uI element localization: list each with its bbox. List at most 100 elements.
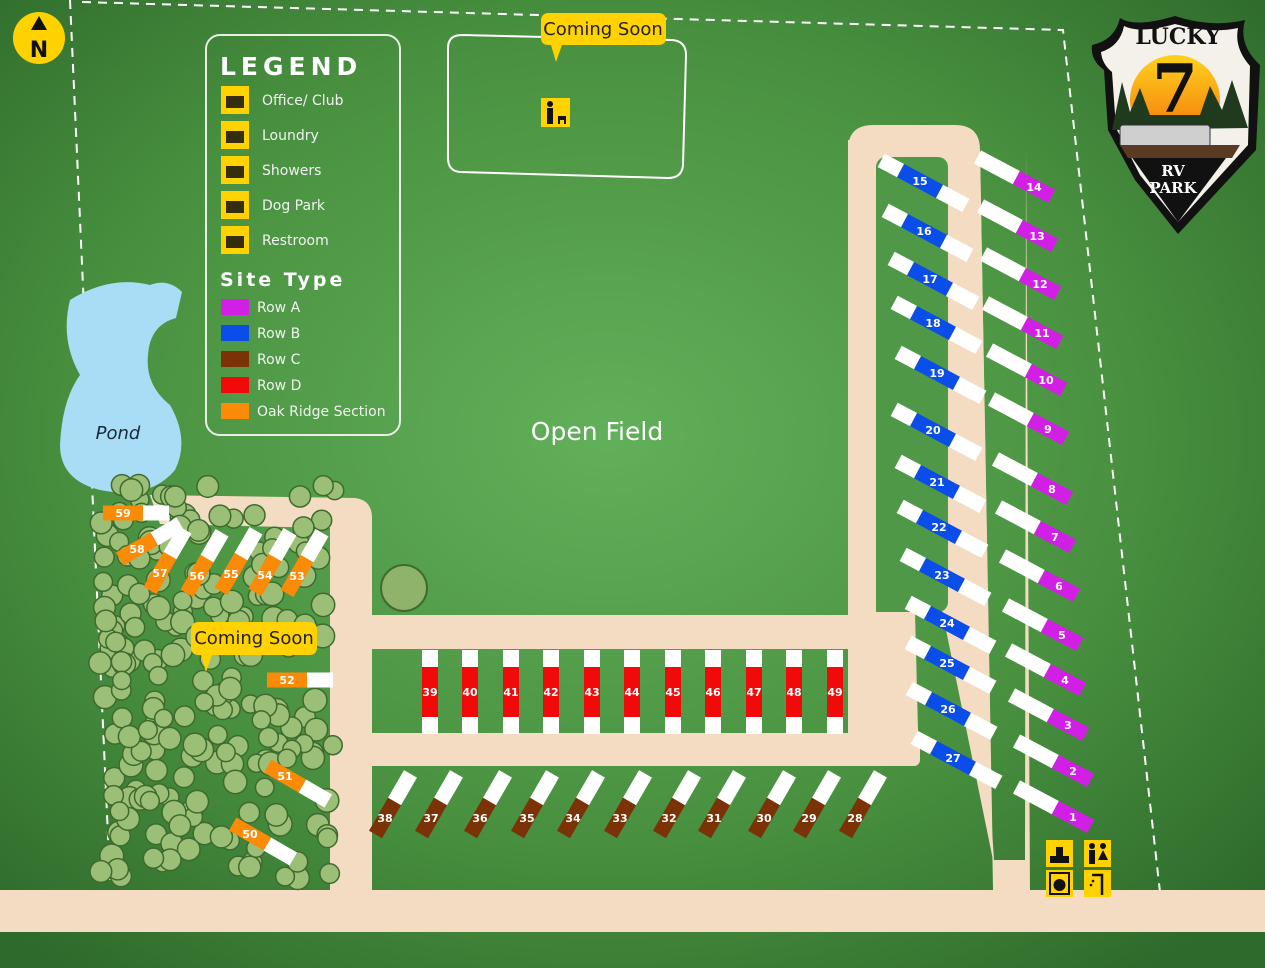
campsite-1[interactable]: 1 [1012, 780, 1095, 834]
site-number: 30 [756, 812, 772, 825]
campsite-23[interactable]: 23 [899, 546, 993, 608]
campsite-6[interactable]: 6 [998, 549, 1081, 603]
campsite-35[interactable]: 35 [509, 769, 561, 840]
tree [254, 777, 275, 798]
legend-label: Dog Park [262, 198, 326, 214]
campsite-31[interactable]: 31 [696, 769, 748, 840]
campsite-58[interactable]: 58 [115, 516, 185, 567]
campsite-2[interactable]: 2 [1012, 734, 1095, 788]
campsite-50[interactable]: 50 [228, 816, 298, 868]
campsite-53[interactable]: 53 [279, 528, 331, 599]
tree [128, 582, 151, 606]
site-number: 3 [1064, 719, 1072, 732]
legend-swatch [221, 299, 249, 315]
campsite-46[interactable]: 46 [705, 650, 721, 734]
campsite-5[interactable]: 5 [1001, 598, 1084, 652]
campsite-18[interactable]: 18 [890, 294, 984, 356]
campsite-28[interactable]: 28 [837, 769, 889, 840]
logo-seven: 7 [1152, 50, 1198, 128]
campsite-3[interactable]: 3 [1007, 688, 1090, 742]
campsite-22[interactable]: 22 [896, 498, 990, 560]
logo-lucky: LUCKY [1135, 24, 1220, 50]
tree [88, 651, 112, 675]
campsite-16[interactable]: 16 [881, 202, 975, 264]
campsite-12[interactable]: 12 [979, 246, 1062, 302]
campsite-32[interactable]: 32 [651, 769, 703, 840]
campsite-45[interactable]: 45 [665, 650, 681, 734]
north-arrow: N [13, 12, 65, 64]
campsite-11[interactable]: 11 [981, 295, 1064, 351]
restroom-icon [1084, 840, 1111, 867]
tree [168, 814, 192, 838]
campsite-36[interactable]: 36 [462, 769, 514, 840]
campsite-17[interactable]: 17 [887, 250, 981, 312]
site-number: 14 [1026, 181, 1042, 194]
campsite-55[interactable]: 55 [213, 526, 265, 597]
legend-item-dog-park: Dog Park [221, 191, 326, 219]
lower-road [330, 733, 920, 766]
campsite-15[interactable]: 15 [877, 152, 971, 214]
campsite-47[interactable]: 47 [746, 650, 762, 734]
tree [93, 571, 114, 593]
campsite-25[interactable]: 25 [904, 634, 998, 696]
campsite-34[interactable]: 34 [555, 769, 607, 840]
campsite-27[interactable]: 27 [910, 729, 1004, 791]
campsite-40[interactable]: 40 [462, 650, 478, 734]
campsite-52[interactable]: 52 [267, 672, 333, 688]
tree [124, 616, 146, 638]
campsite-30[interactable]: 30 [746, 769, 798, 840]
campsite-8[interactable]: 8 [991, 452, 1074, 506]
campsite-42[interactable]: 42 [543, 650, 559, 734]
campsite-24[interactable]: 24 [904, 594, 998, 656]
campsite-10[interactable]: 10 [985, 342, 1068, 398]
tree [157, 726, 182, 751]
legend-swatch [221, 377, 249, 393]
site-number: 41 [503, 686, 518, 699]
site-number: 58 [129, 543, 144, 556]
site-number: 21 [929, 476, 944, 489]
campsite-19[interactable]: 19 [894, 344, 988, 406]
campsite-38[interactable]: 38 [367, 769, 419, 840]
campsite-43[interactable]: 43 [584, 650, 600, 734]
campsite-21[interactable]: 21 [894, 453, 988, 515]
campsite-9[interactable]: 9 [987, 392, 1070, 446]
campsite-51[interactable]: 51 [263, 758, 333, 809]
campsite-29[interactable]: 29 [791, 769, 843, 840]
open-field-label: Open Field [531, 417, 663, 446]
campsite-7[interactable]: 7 [994, 500, 1077, 554]
legend-item-laundry: Loundry [221, 121, 319, 149]
site-number: 51 [277, 770, 292, 783]
campsite-41[interactable]: 41 [503, 650, 519, 734]
site-number: 25 [939, 657, 954, 670]
campsite-20[interactable]: 20 [890, 401, 984, 463]
site-number: 49 [827, 686, 842, 699]
campsite-14[interactable]: 14 [973, 149, 1056, 205]
campsite-48[interactable]: 48 [786, 650, 802, 734]
campsite-13[interactable]: 13 [976, 198, 1059, 254]
site-number: 52 [279, 674, 294, 687]
campsite-59[interactable]: 59 [103, 505, 169, 521]
campsite-56[interactable]: 56 [179, 528, 231, 599]
legend-label: Row D [257, 378, 301, 394]
campsite-54[interactable]: 54 [247, 527, 299, 598]
campsite-4[interactable]: 4 [1004, 643, 1087, 697]
tree [222, 769, 248, 795]
campsite-44[interactable]: 44 [624, 650, 640, 734]
site-number: 2 [1069, 765, 1077, 778]
campsite-57[interactable]: 57 [142, 525, 194, 596]
campsite-37[interactable]: 37 [413, 769, 465, 840]
tree [207, 724, 228, 746]
site-number: 55 [223, 568, 238, 581]
tree [215, 742, 236, 763]
site-number: 1 [1069, 811, 1077, 824]
campsite-49[interactable]: 49 [827, 650, 843, 734]
site-number: 22 [931, 521, 946, 534]
campsite-39[interactable]: 39 [422, 650, 438, 734]
campsite-26[interactable]: 26 [905, 680, 999, 742]
site-number: 9 [1044, 423, 1052, 436]
campsite-33[interactable]: 33 [602, 769, 654, 840]
legend-swatch [221, 325, 249, 341]
site-number: 57 [152, 567, 167, 580]
